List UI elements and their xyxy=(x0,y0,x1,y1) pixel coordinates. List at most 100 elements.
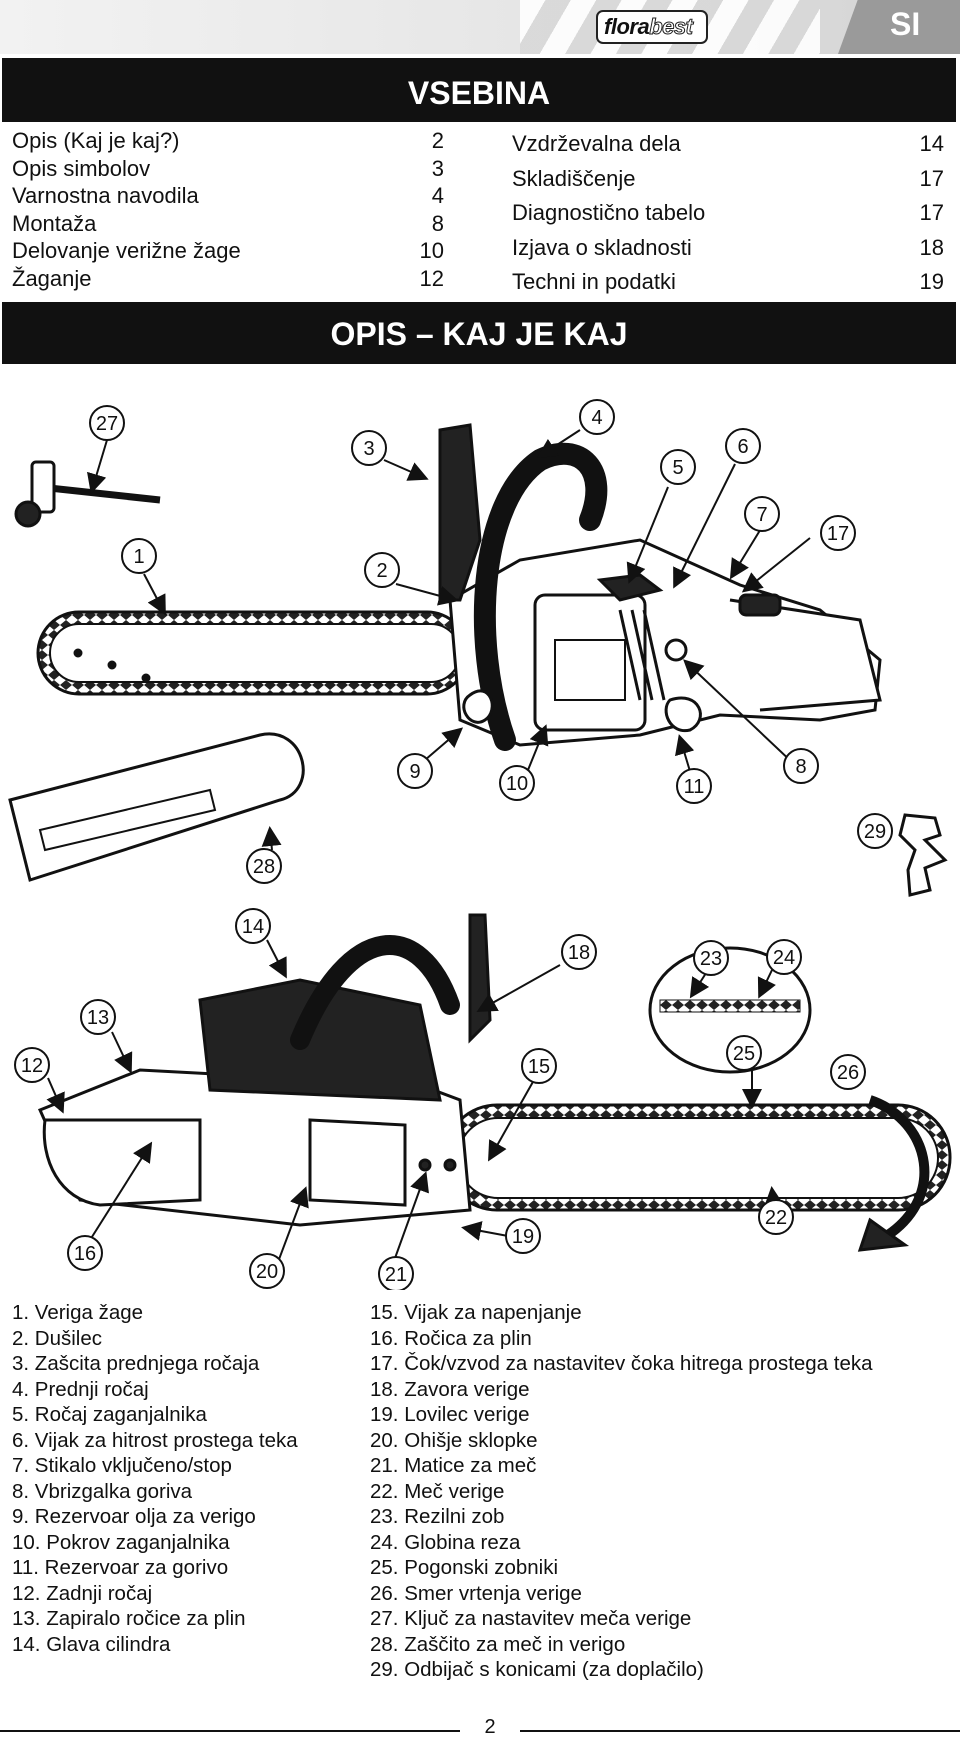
callout-20: 20 xyxy=(249,1253,285,1289)
svg-text:13: 13 xyxy=(87,1007,109,1029)
description-title: OPIS – KAJ JE KAJ xyxy=(2,302,956,364)
chainsaw-diagram: 27 1 3 2 4 5 6 7 17 9 10 11 8 28 29 14 1… xyxy=(8,399,952,1290)
svg-text:12: 12 xyxy=(21,1055,43,1077)
parts-list-item: 1. Veriga žage xyxy=(12,1301,144,1324)
callout-10: 10 xyxy=(499,765,535,801)
parts-list-item: 4. Prednji ročaj xyxy=(12,1377,149,1401)
callout-8: 8 xyxy=(783,748,819,784)
parts-list-item: 26. Smer vrtenja verige xyxy=(370,1581,582,1605)
svg-text:11: 11 xyxy=(684,776,705,798)
wrench-illustration xyxy=(14,460,161,528)
svg-text:15: 15 xyxy=(528,1056,550,1078)
callout-26: 26 xyxy=(830,1054,866,1090)
parts-list-item: 2. Dušilec xyxy=(12,1326,103,1350)
parts-list-item: 9. Rezervoar olja za verigo xyxy=(12,1505,256,1528)
svg-text:5: 5 xyxy=(672,457,683,479)
page-number: 2 xyxy=(484,1716,496,1738)
svg-text:17: 17 xyxy=(827,523,849,545)
parts-list-left: 1. Veriga žage 2. Dušilec 3. Zašcita pre… xyxy=(12,1300,372,1657)
svg-text:16: 16 xyxy=(74,1243,96,1265)
contents-title: VSEBINA xyxy=(2,58,956,122)
bar-cover-illustration xyxy=(8,732,305,882)
svg-text:20: 20 xyxy=(256,1261,278,1283)
svg-text:22: 22 xyxy=(765,1207,787,1229)
parts-list-item: 16. Ročica za plin xyxy=(370,1326,532,1350)
parts-list-item: 19. Lovilec verige xyxy=(370,1403,530,1426)
parts-list-item: 28. Zaščito za meč in verigo xyxy=(370,1632,626,1656)
chainsaw-bottom-illustration xyxy=(37,913,952,1252)
parts-list-item: 29. Odbijač s konicami (za doplačilo) xyxy=(370,1658,704,1681)
svg-text:4: 4 xyxy=(591,407,602,429)
callout-17: 17 xyxy=(820,515,856,551)
svg-text:25: 25 xyxy=(733,1043,755,1065)
chainsaw-top-illustration xyxy=(36,423,882,751)
callout-28: 28 xyxy=(246,848,282,884)
parts-list-item: 5. Ročaj zaganjalnika xyxy=(12,1403,207,1426)
svg-text:21: 21 xyxy=(385,1264,407,1286)
callout-11: 11 xyxy=(676,768,712,804)
parts-list-item: 6. Vijak za hitrost prostega teka xyxy=(12,1428,298,1452)
parts-list-item: 11. Rezervoar za gorivo xyxy=(12,1556,229,1579)
callout-16: 16 xyxy=(67,1235,103,1271)
callout-9: 9 xyxy=(397,753,433,789)
header-strip xyxy=(0,0,960,54)
svg-text:24: 24 xyxy=(773,947,795,969)
callout-29: 29 xyxy=(857,813,893,849)
svg-text:10: 10 xyxy=(506,773,528,795)
callout-6: 6 xyxy=(725,428,761,464)
callout-3: 3 xyxy=(351,430,387,466)
parts-list-item: 24. Globina reza xyxy=(370,1530,521,1554)
svg-text:28: 28 xyxy=(253,856,275,878)
callout-1: 1 xyxy=(121,538,157,574)
svg-text:27: 27 xyxy=(96,413,118,435)
svg-text:3: 3 xyxy=(363,438,374,460)
footer-rule-right xyxy=(520,1730,960,1732)
parts-list-item: 27. Ključ za nastavitev meča verige xyxy=(370,1607,692,1630)
svg-text:7: 7 xyxy=(756,504,767,526)
svg-text:6: 6 xyxy=(737,436,748,458)
front-handle xyxy=(473,442,608,751)
parts-list-item: 13. Zapiralo ročice za plin xyxy=(12,1607,246,1630)
front-handle-bottom xyxy=(290,935,460,1050)
parts-list-item: 21. Matice za meč xyxy=(370,1454,537,1477)
parts-list-item: 14. Glava cilindra xyxy=(12,1632,171,1656)
callout-14: 14 xyxy=(235,908,271,944)
footer-rule-left xyxy=(0,1730,460,1732)
parts-list-item: 3. Zašcita prednjega ročaja xyxy=(12,1352,260,1375)
hand-guard xyxy=(438,423,482,602)
callout-7: 7 xyxy=(744,496,780,532)
parts-list-item: 18. Zavora verige xyxy=(370,1377,530,1401)
parts-list-item: 7. Stikalo vključeno/stop xyxy=(12,1454,232,1477)
callout-19: 19 xyxy=(505,1218,541,1254)
svg-text:29: 29 xyxy=(864,821,886,843)
svg-text:23: 23 xyxy=(700,948,722,970)
svg-text:8: 8 xyxy=(795,756,806,778)
callout-23: 23 xyxy=(693,940,729,976)
svg-text:19: 19 xyxy=(512,1226,534,1248)
parts-list-item: 25. Pogonski zobniki xyxy=(370,1556,559,1579)
callout-13: 13 xyxy=(80,999,116,1035)
toc-entry[interactable]: Opis (Kaj je kaj?)2 xyxy=(12,128,444,153)
callout-22: 22 xyxy=(758,1199,794,1235)
callout-24: 24 xyxy=(766,939,802,975)
svg-text:14: 14 xyxy=(242,916,264,938)
callout-5: 5 xyxy=(660,449,696,485)
svg-text:2: 2 xyxy=(376,560,387,582)
svg-text:18: 18 xyxy=(568,942,590,964)
parts-list-item: 23. Rezilni zob xyxy=(370,1505,505,1528)
parts-list-item: 22. Meč verige xyxy=(370,1479,505,1503)
callout-4: 4 xyxy=(579,399,615,435)
callout-group: 27 1 3 2 4 5 6 7 17 9 10 11 8 28 29 14 1… xyxy=(14,399,893,1290)
